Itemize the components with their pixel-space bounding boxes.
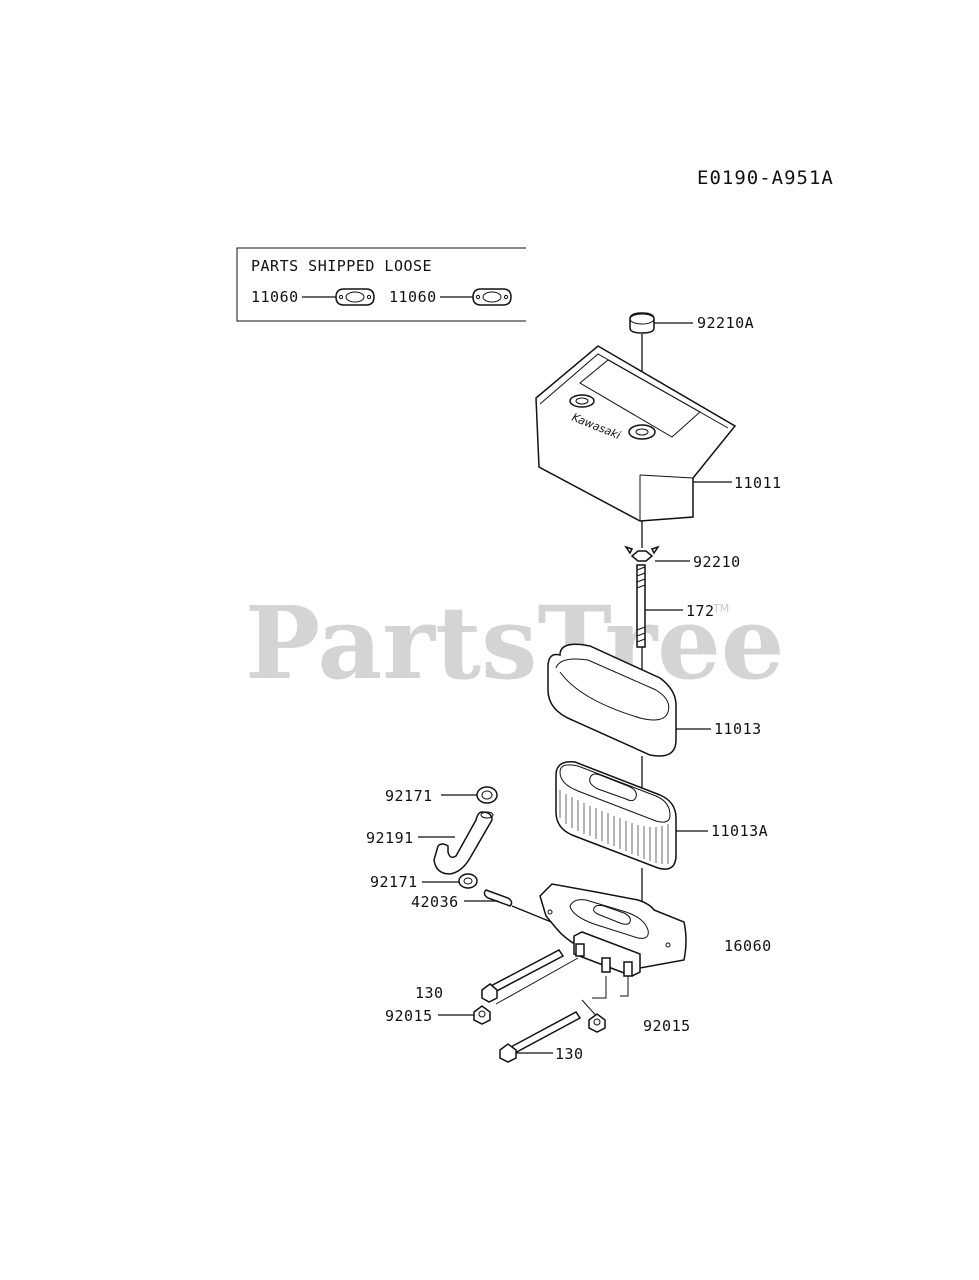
base-gasket-part: 16060: [539, 883, 772, 969]
bracket-part: [573, 931, 641, 977]
bolt-upper-part: 130: [415, 949, 565, 1003]
nut-right-part: 92015: [588, 1013, 691, 1035]
label-172: 172: [686, 602, 715, 620]
label-92171-lower: 92171: [370, 873, 418, 891]
label-11013A: 11013A: [711, 822, 768, 840]
label-92191: 92191: [366, 829, 414, 847]
label-92210A: 92210A: [697, 314, 754, 332]
label-92171-upper: 92171: [385, 787, 433, 805]
label-130-lower: 130: [555, 1045, 584, 1063]
diagram-code: E0190-A951A: [697, 167, 834, 189]
label-130-upper: 130: [415, 984, 444, 1002]
label-11013: 11013: [714, 720, 762, 738]
nut-left-part: 92015: [385, 1005, 491, 1025]
parts-shipped-loose-box: PARTS SHIPPED LOOSE 11060 11060: [236, 247, 526, 322]
label-16060: 16060: [724, 937, 772, 955]
watermark-trademark: TM: [712, 602, 729, 615]
hose-clamp-upper-part: 92171: [385, 786, 498, 805]
label-92015-right: 92015: [643, 1017, 691, 1035]
watermark: PartsTree: [245, 584, 785, 702]
label-11011: 11011: [734, 474, 782, 492]
gasket-icon-1: [335, 288, 375, 306]
wing-nut-part: 92210: [624, 545, 741, 571]
bolt-lower-part: 130: [499, 1011, 584, 1063]
loose-item-label-1: 11060: [251, 288, 299, 306]
hose-clamp-lower-part: 92171: [370, 873, 478, 891]
cap-knob-part: 92210A: [629, 312, 754, 334]
air-cleaner-cover-part: Kawasaki 11011: [535, 345, 782, 522]
breather-hose-part: 92191: [366, 811, 494, 875]
gasket-icon-2: [472, 288, 512, 306]
pre-cleaner-part: 11013: [547, 643, 762, 757]
loose-box-title: PARTS SHIPPED LOOSE: [251, 257, 432, 275]
label-92210: 92210: [693, 553, 741, 571]
label-42036: 42036: [411, 893, 459, 911]
loose-item-label-2: 11060: [389, 288, 437, 306]
stud-part: 172: [636, 564, 715, 648]
filter-element-part: 11013A: [555, 761, 768, 870]
label-92015-left: 92015: [385, 1007, 433, 1025]
